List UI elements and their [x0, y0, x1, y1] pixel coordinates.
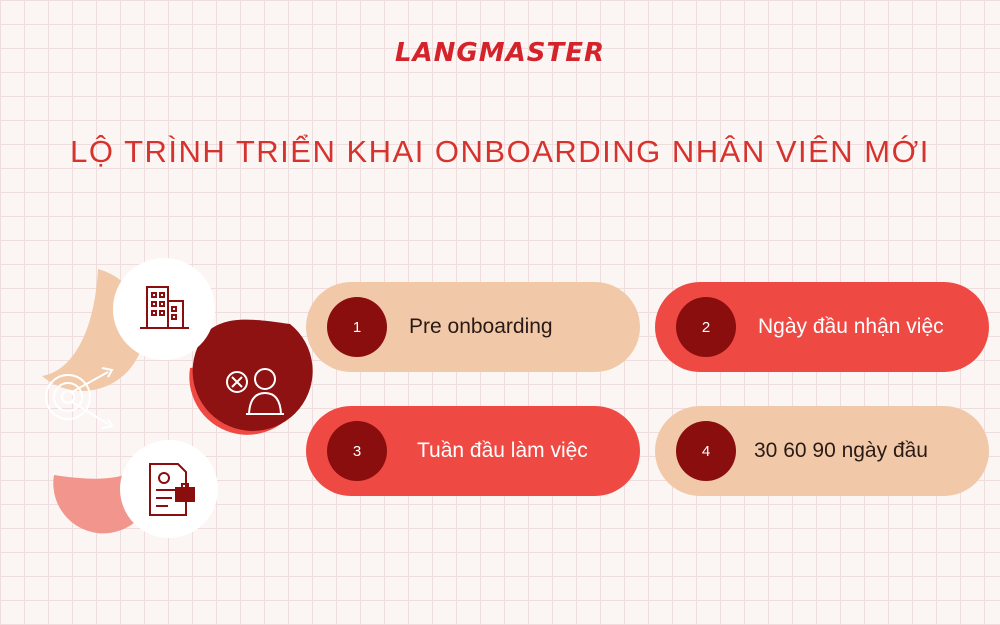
step-2-number: 2 [676, 297, 736, 357]
step-2-label: Ngày đầu nhận việc [758, 315, 944, 338]
target-arrows-icon [45, 367, 114, 429]
office-building-icon [140, 286, 189, 329]
step-1-number: 1 [327, 297, 387, 357]
icon-cluster [42, 258, 313, 538]
step-4: 4 30 60 90 ngày đầu [655, 406, 989, 496]
document-briefcase-icon [149, 463, 195, 516]
step-4-number: 4 [676, 421, 736, 481]
brand-logo: LANGMASTER [394, 38, 606, 68]
dark-red-blob [192, 319, 313, 431]
step-2: 2 Ngày đầu nhận việc [655, 282, 989, 372]
step-1: 1 Pre onboarding [306, 282, 640, 372]
step-3-label: Tuần đầu làm việc [417, 439, 588, 462]
employee-reject-icon [226, 368, 284, 415]
page-title: LỘ TRÌNH TRIỂN KHAI ONBOARDING NHÂN VIÊN… [70, 134, 930, 169]
step-4-label: 30 60 90 ngày đầu [754, 439, 928, 462]
step-1-label: Pre onboarding [409, 315, 553, 338]
step-3-number: 3 [327, 421, 387, 481]
step-3: 3 Tuần đầu làm việc [306, 406, 640, 496]
